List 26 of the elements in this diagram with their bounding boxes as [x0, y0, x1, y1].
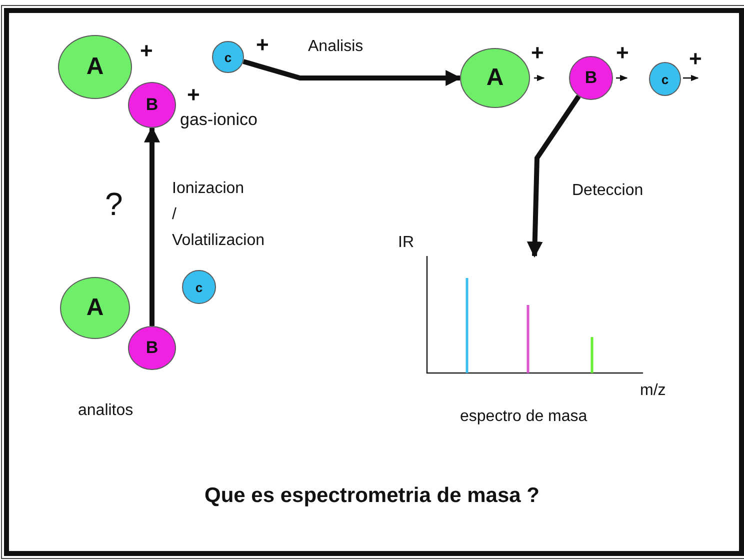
charge-sign: +	[187, 84, 200, 106]
ion-circle: c	[182, 270, 216, 304]
axis-label: IR	[398, 234, 414, 252]
charge-sign: +	[616, 42, 629, 64]
arrow	[144, 126, 160, 326]
charge-sign: +	[531, 42, 544, 64]
ion-circle: A	[60, 277, 130, 339]
ion-circle: c	[212, 41, 244, 73]
chart-caption: espectro de masa	[460, 408, 588, 426]
charge-sign: +	[140, 40, 153, 62]
ion-circle: B	[128, 326, 176, 370]
arrow	[526, 94, 581, 258]
ion-circle: c	[649, 62, 681, 96]
ion-circle: A	[58, 35, 132, 99]
title: Que es espectrometria de masa ?	[204, 484, 540, 508]
group-label: analitos	[78, 402, 134, 420]
question-mark: ?	[105, 186, 123, 223]
arrow	[242, 59, 462, 86]
spectrum-chart-drawing	[426, 256, 643, 374]
ion-circle: A	[460, 48, 530, 108]
ion-circle: B	[128, 82, 176, 128]
ion-circle: B	[569, 56, 613, 100]
charge-sign: +	[689, 48, 702, 70]
charge-sign: +	[256, 34, 269, 56]
group-label: gas-ionico	[180, 110, 258, 130]
axis-label: m/z	[640, 382, 666, 400]
